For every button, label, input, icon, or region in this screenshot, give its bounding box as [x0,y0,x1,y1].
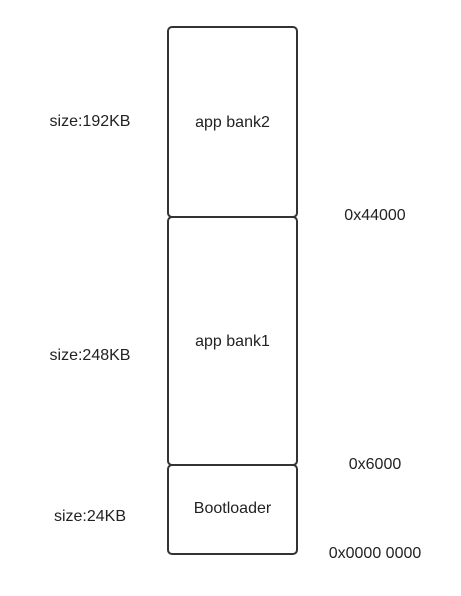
bootloader-label: Bootloader [193,500,272,517]
bootloader-size-label: size:24KB [53,508,127,525]
address-label-base: 0x0000 0000 [328,545,422,562]
app-bank1-label: app bank1 [195,333,270,350]
app-bank2-block: app bank2 [167,26,298,218]
app-bank2-size-label: size:192KB [49,113,131,130]
app-bank1-block: app bank1 [167,216,298,466]
address-label-bank1-bank2: 0x44000 [344,207,406,224]
app-bank1-size-label: size:248KB [49,347,131,364]
bootloader-block: Bootloader [167,464,298,555]
address-label-boot-bank1: 0x6000 [348,456,402,473]
app-bank2-label: app bank2 [195,114,270,131]
